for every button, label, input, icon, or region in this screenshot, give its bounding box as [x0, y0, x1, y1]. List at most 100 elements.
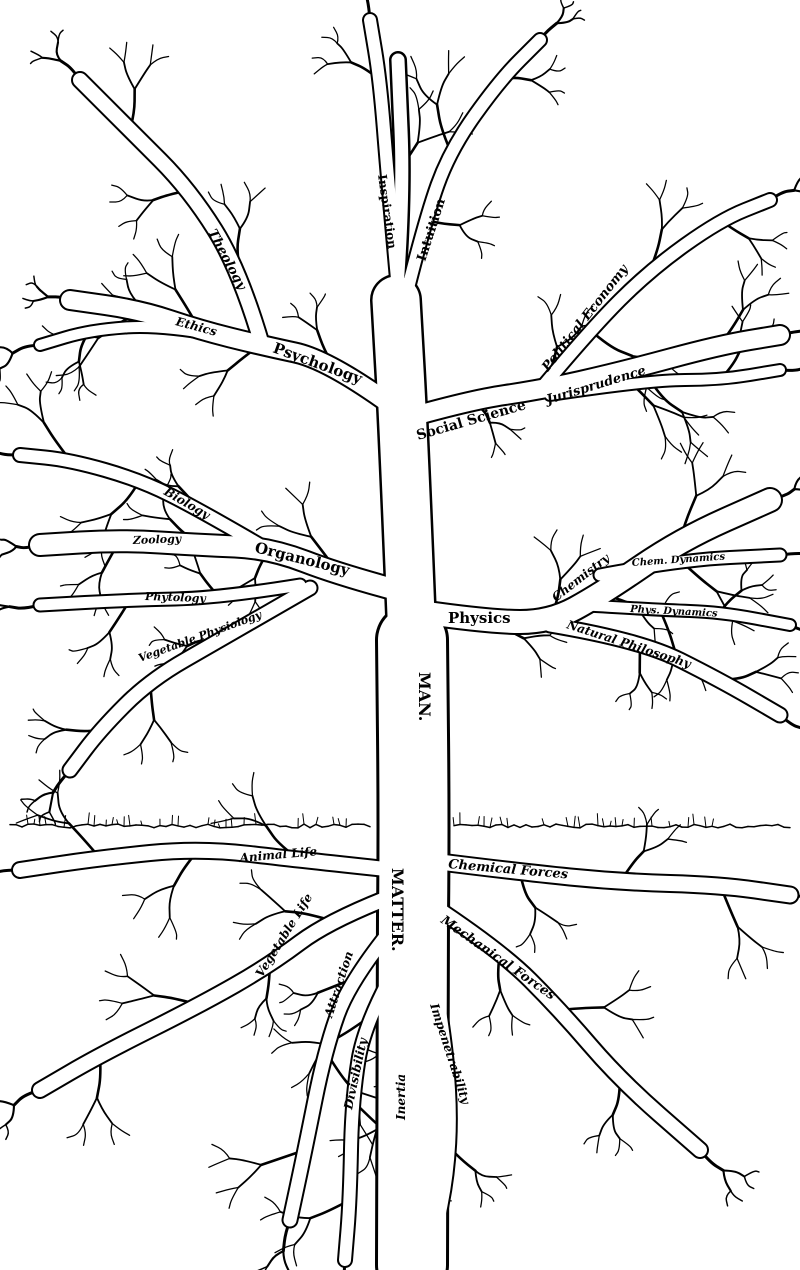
twig: [638, 671, 653, 694]
twig: [761, 946, 769, 970]
twig: [767, 292, 790, 296]
twig: [34, 791, 55, 802]
grass-blade: [609, 820, 612, 827]
twig: [168, 884, 175, 919]
twig: [793, 177, 800, 192]
twig: [722, 1169, 746, 1178]
ground-segment: [741, 825, 749, 829]
twig: [760, 257, 776, 268]
branch-social-science: [391, 326, 789, 429]
twig: [126, 194, 155, 202]
twig: [301, 503, 313, 538]
twig: [169, 464, 180, 488]
twig: [260, 510, 281, 527]
twig: [638, 806, 648, 826]
twig: [0, 538, 18, 548]
branch-psychology: [61, 291, 407, 419]
ground-segment: [165, 823, 173, 828]
branch-phys-dynamics: [575, 600, 795, 630]
grass-blade: [541, 818, 545, 826]
twig: [27, 719, 46, 722]
twig: [195, 395, 215, 406]
twig: [78, 383, 85, 401]
twig: [33, 275, 38, 288]
grass-blade: [254, 813, 257, 826]
ground-segment: [453, 823, 461, 827]
twig: [780, 677, 794, 694]
ground-segment: [723, 823, 731, 828]
label-inertia: Inertia: [394, 1074, 408, 1121]
ground-segment: [105, 823, 113, 827]
twig: [158, 917, 171, 938]
twig: [658, 179, 667, 201]
twig: [268, 1020, 275, 1038]
ground-segment: [255, 823, 263, 826]
ground-segment: [21, 823, 29, 828]
twig: [259, 1211, 282, 1221]
twig: [228, 1157, 263, 1166]
twig: [550, 293, 562, 316]
label-physics: Physics: [448, 609, 511, 627]
twig: [20, 798, 36, 802]
branch-impenetrability: [418, 923, 456, 1267]
grass-blade: [302, 813, 305, 825]
twig: [148, 639, 166, 647]
twig: [780, 671, 800, 679]
twig: [123, 61, 136, 91]
grass-blade: [452, 817, 455, 827]
grass-blade: [596, 813, 599, 827]
twig: [691, 462, 698, 497]
twig: [98, 571, 103, 600]
grass-blade: [332, 816, 335, 825]
twig: [156, 238, 173, 258]
twig: [645, 183, 661, 201]
twig: [0, 545, 18, 556]
twig: [529, 906, 537, 935]
twig: [559, 555, 582, 581]
twig: [30, 50, 44, 59]
twig: [253, 997, 268, 1020]
twig: [0, 604, 11, 608]
twig: [118, 219, 138, 227]
ground-segment: [69, 825, 77, 829]
ground-segment: [771, 823, 779, 827]
twig: [59, 515, 83, 524]
grass-blade: [44, 816, 47, 826]
grass-blade: [337, 818, 341, 826]
twig: [777, 655, 797, 659]
grass-blade: [489, 817, 493, 828]
twig: [59, 583, 80, 587]
ground-segment: [555, 823, 563, 827]
twig: [581, 305, 594, 327]
twig: [306, 1072, 311, 1097]
twig: [68, 647, 89, 652]
twig: [208, 1157, 231, 1168]
ground-segment: [729, 823, 737, 829]
twig: [126, 502, 144, 517]
ground-segment: [753, 824, 761, 828]
twig: [0, 346, 14, 355]
twig: [539, 658, 543, 678]
twig: [579, 534, 584, 557]
twig: [458, 214, 484, 227]
twig: [653, 679, 668, 698]
twig: [86, 631, 111, 649]
twig: [760, 257, 763, 276]
twig: [332, 26, 339, 45]
twig: [744, 263, 759, 282]
ground-segment: [303, 823, 311, 829]
twig: [264, 1265, 269, 1270]
ground-segment: [519, 824, 527, 829]
twig: [110, 1122, 115, 1146]
grass-blade: [565, 816, 569, 827]
ground-segment: [273, 823, 281, 828]
ground-segment: [633, 825, 641, 829]
twig: [50, 30, 59, 44]
branch-vegetable-life: [33, 888, 402, 1097]
twig: [458, 224, 479, 243]
twig: [555, 17, 574, 25]
ground-segment: [591, 823, 599, 827]
twig: [533, 536, 552, 552]
twig: [771, 239, 788, 250]
branch-fills: [13, 14, 798, 1270]
